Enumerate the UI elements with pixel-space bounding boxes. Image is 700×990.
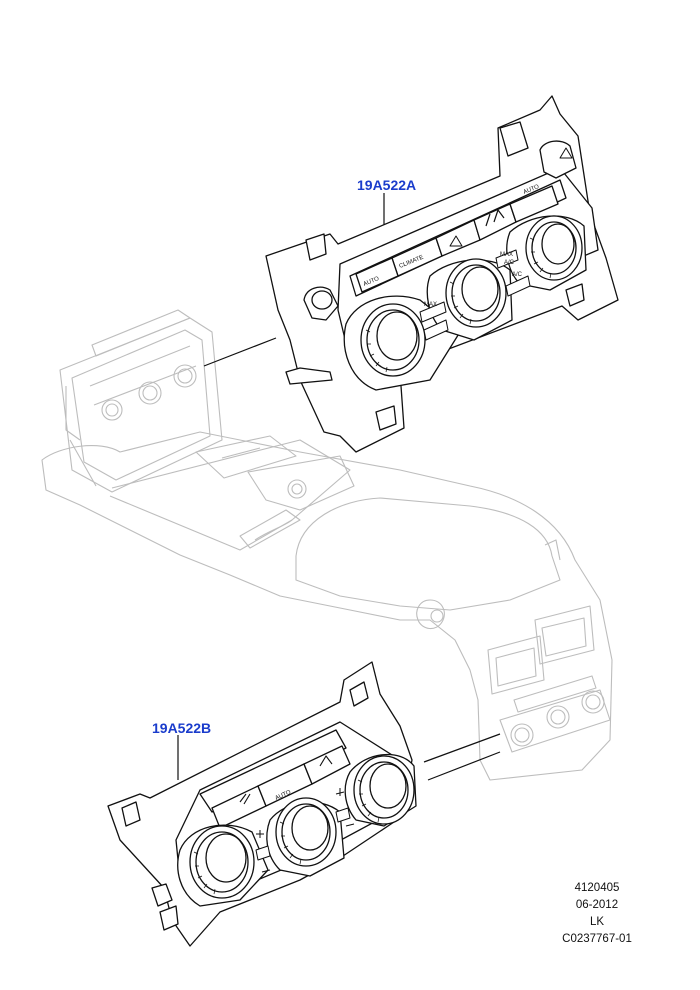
callout-front-unit: 19A522A (357, 177, 416, 193)
reference-number: 4120405 (575, 882, 620, 894)
button-label: A/C (512, 272, 523, 278)
button-label: AUTO (363, 276, 381, 288)
button-label: A/C (504, 260, 515, 266)
front-climate-control-unit (265, 95, 619, 453)
callout-rear-unit: 19A522B (152, 720, 211, 736)
rear-climate-control-unit (107, 661, 417, 947)
reference-code: LK (590, 916, 604, 928)
reference-date: 06-2012 (576, 899, 618, 911)
button-label: MAX (424, 302, 437, 308)
center-console-ghost (41, 309, 613, 781)
button-label: AUTO (523, 184, 541, 196)
illustration-id: C0237767-01 (562, 933, 632, 945)
button-label: MAX (500, 252, 513, 258)
reference-block: 4120405 06-2012 LK C0237767-01 (562, 882, 632, 945)
